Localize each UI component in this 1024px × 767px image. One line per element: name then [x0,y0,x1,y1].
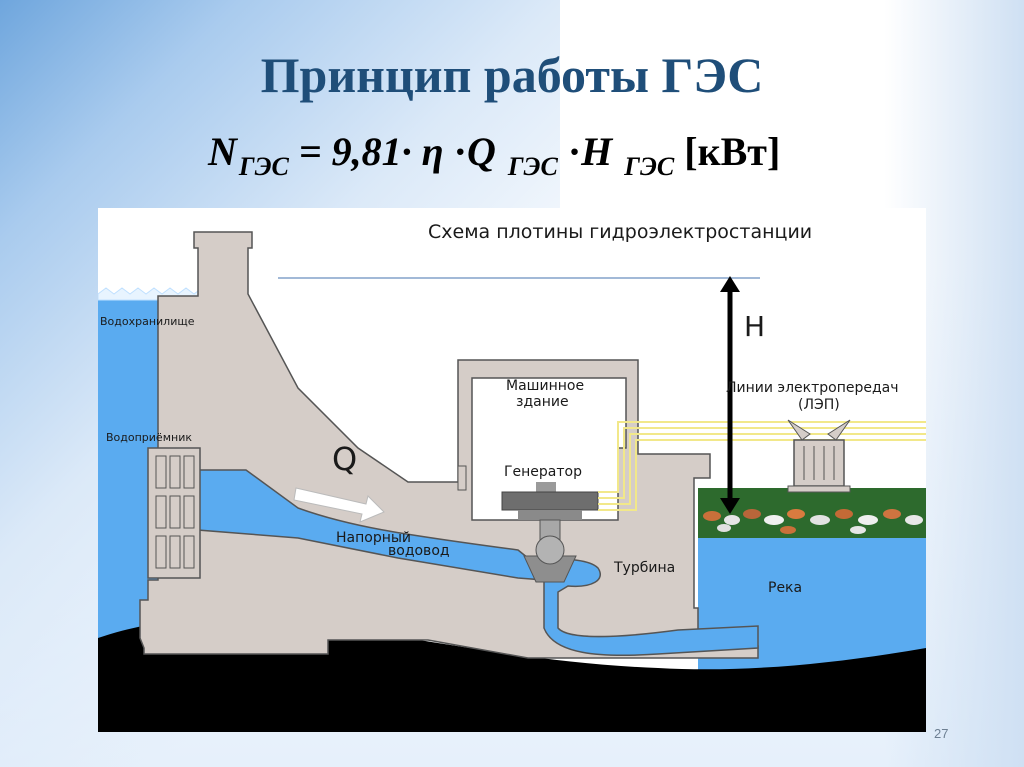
formula-q: Q [466,129,496,174]
label-turbine: Турбина [613,560,675,576]
label-penstock: водовод [388,543,450,559]
bank-stones [703,509,923,534]
flow-arrow [293,487,385,523]
turbine [523,519,577,583]
label-river: Река [768,580,802,596]
transformer-icon [787,419,851,493]
formula-n-sub: ГЭС [238,152,289,181]
label-power-lines: Линии электропередач [726,380,899,396]
penstock-channel [197,469,759,657]
generator [501,482,599,520]
label-flow-q: Q [332,440,357,478]
label-powerhouse: Машинное [506,378,584,394]
formula-dot: · [567,129,582,174]
label-reservoir: Водохранилище [100,315,195,328]
power-formula: NГЭС = 9,81· η ·Q ГЭС ·H ГЭС [кВт] [208,128,780,182]
river-bank [698,488,926,538]
head-arrow [720,276,740,514]
formula-constant: = 9,81· [298,129,412,174]
diagram-caption: Схема плотины гидроэлектростанции [428,221,812,243]
intake-grill [147,447,201,579]
formula-n: N [208,129,237,174]
formula-h: H [581,129,613,174]
formula-h-sub: ГЭС [624,152,675,181]
label-powerhouse: здание [516,394,569,410]
formula-dot: · [453,129,467,174]
slide-title: Принцип работы ГЭС [260,47,764,103]
page-number: 27 [934,726,949,741]
label-penstock: Напорный [336,530,411,546]
label-generator: Генератор [504,464,582,480]
formula-eta: η [421,129,444,174]
formula-unit: [кВт] [684,129,781,174]
label-power-lines: (ЛЭП) [798,397,840,413]
formula-q-sub: ГЭС [507,152,558,181]
label-intake: Водоприёмник [106,431,192,444]
label-head-h: H [744,310,765,343]
power-cables [598,421,926,511]
powerhouse-pillar [457,465,467,491]
dam-diagram: Схема плотины гидроэлектростанции Водохр… [98,208,926,732]
